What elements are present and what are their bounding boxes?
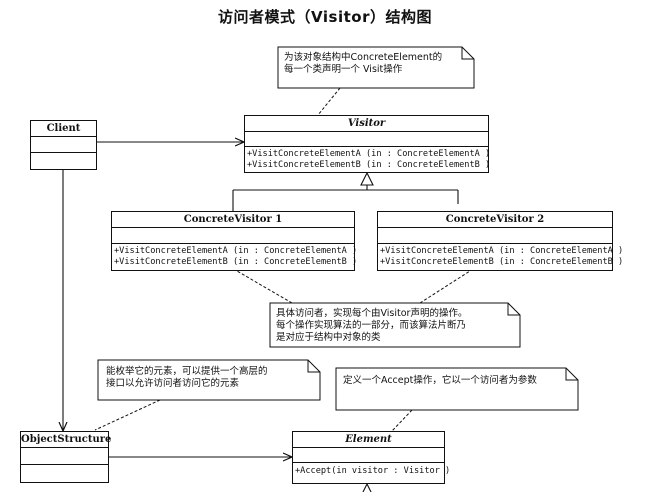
concrete-visitor-1-op-b: +VisitConcreteElementB (in : ConcreteEle… (114, 257, 358, 267)
object-structure-note: 能枚举它的元素，可以提供一个高层的 接口以允许访问者访问它的元素 (106, 366, 268, 390)
concrete-visitor-2-op-b: +VisitConcreteElementB (in : ConcreteEle… (380, 257, 624, 267)
client-class: Client (30, 120, 97, 170)
visitor-op-a: +VisitConcreteElementA (in : ConcreteEle… (247, 149, 491, 159)
visitor-class-name: Visitor (245, 116, 488, 132)
concrete-visitor-note-line-2: 每个操作实现算法的一部分，而该算法片断乃 (276, 320, 467, 331)
concrete-visitor-2-name: ConcreteVisitor 2 (378, 212, 612, 228)
object-structure-note-line-1: 能枚举它的元素，可以提供一个高层的 (106, 366, 268, 377)
concrete-visitor-1-name: ConcreteVisitor 1 (112, 212, 354, 228)
element-note-shape (335, 367, 579, 411)
inheritance-triangle (360, 171, 374, 186)
concrete-visitor-1-class: ConcreteVisitor 1 +VisitConcreteElementA… (111, 211, 358, 271)
visitor-op-b: +VisitConcreteElementB (in : ConcreteEle… (247, 160, 491, 170)
objectstructure-note-shape (97, 359, 321, 401)
visitor-note-line-2: 每一个类声明一个 Visit操作 (284, 64, 403, 75)
concrete-visitor-note: 具体访问者，实现每个由Visitor声明的操作。 每个操作实现算法的一部分，而该… (276, 308, 467, 344)
element-class: Element +Accept(in visitor : Visitor ) (292, 431, 451, 484)
concrete-visitor-1-op-a: +VisitConcreteElementA (in : ConcreteEle… (114, 246, 358, 256)
element-op-accept: +Accept(in visitor : Visitor ) (295, 466, 451, 476)
concrete-visitor-note-shape (269, 302, 521, 348)
element-note-line-1: 定义一个Accept操作，它以一个访问者为参数 (343, 375, 537, 386)
visitor-class: Visitor +VisitConcreteElementA (in : Con… (244, 115, 491, 173)
concrete-visitor-2-op-a: +VisitConcreteElementA (in : ConcreteEle… (380, 246, 624, 256)
object-structure-name: ObjectStructure (21, 432, 111, 448)
object-structure-class: ObjectStructure (20, 431, 111, 483)
concrete-visitor-note-line-3: 是对应于结构中对象的类 (276, 332, 381, 343)
element-class-name: Element (293, 432, 444, 448)
object-structure-note-line-2: 接口以允许访问者访问它的元素 (106, 378, 240, 389)
visitor-note-line-1: 为该对象结构中ConcreteElement的 (284, 52, 443, 63)
concrete-visitor-note-line-1: 具体访问者，实现每个由Visitor声明的操作。 (276, 308, 468, 319)
concrete-visitor-2-class: ConcreteVisitor 2 +VisitConcreteElementA… (377, 211, 624, 271)
visitor-note-shape (277, 46, 475, 89)
element-note: 定义一个Accept操作，它以一个访问者为参数 (343, 375, 537, 387)
visitor-note: 为该对象结构中ConcreteElement的 每一个类声明一个 Visit操作 (284, 52, 442, 76)
diagram-title: 访问者模式（Visitor）结构图 (218, 8, 432, 26)
client-class-name: Client (31, 121, 96, 137)
